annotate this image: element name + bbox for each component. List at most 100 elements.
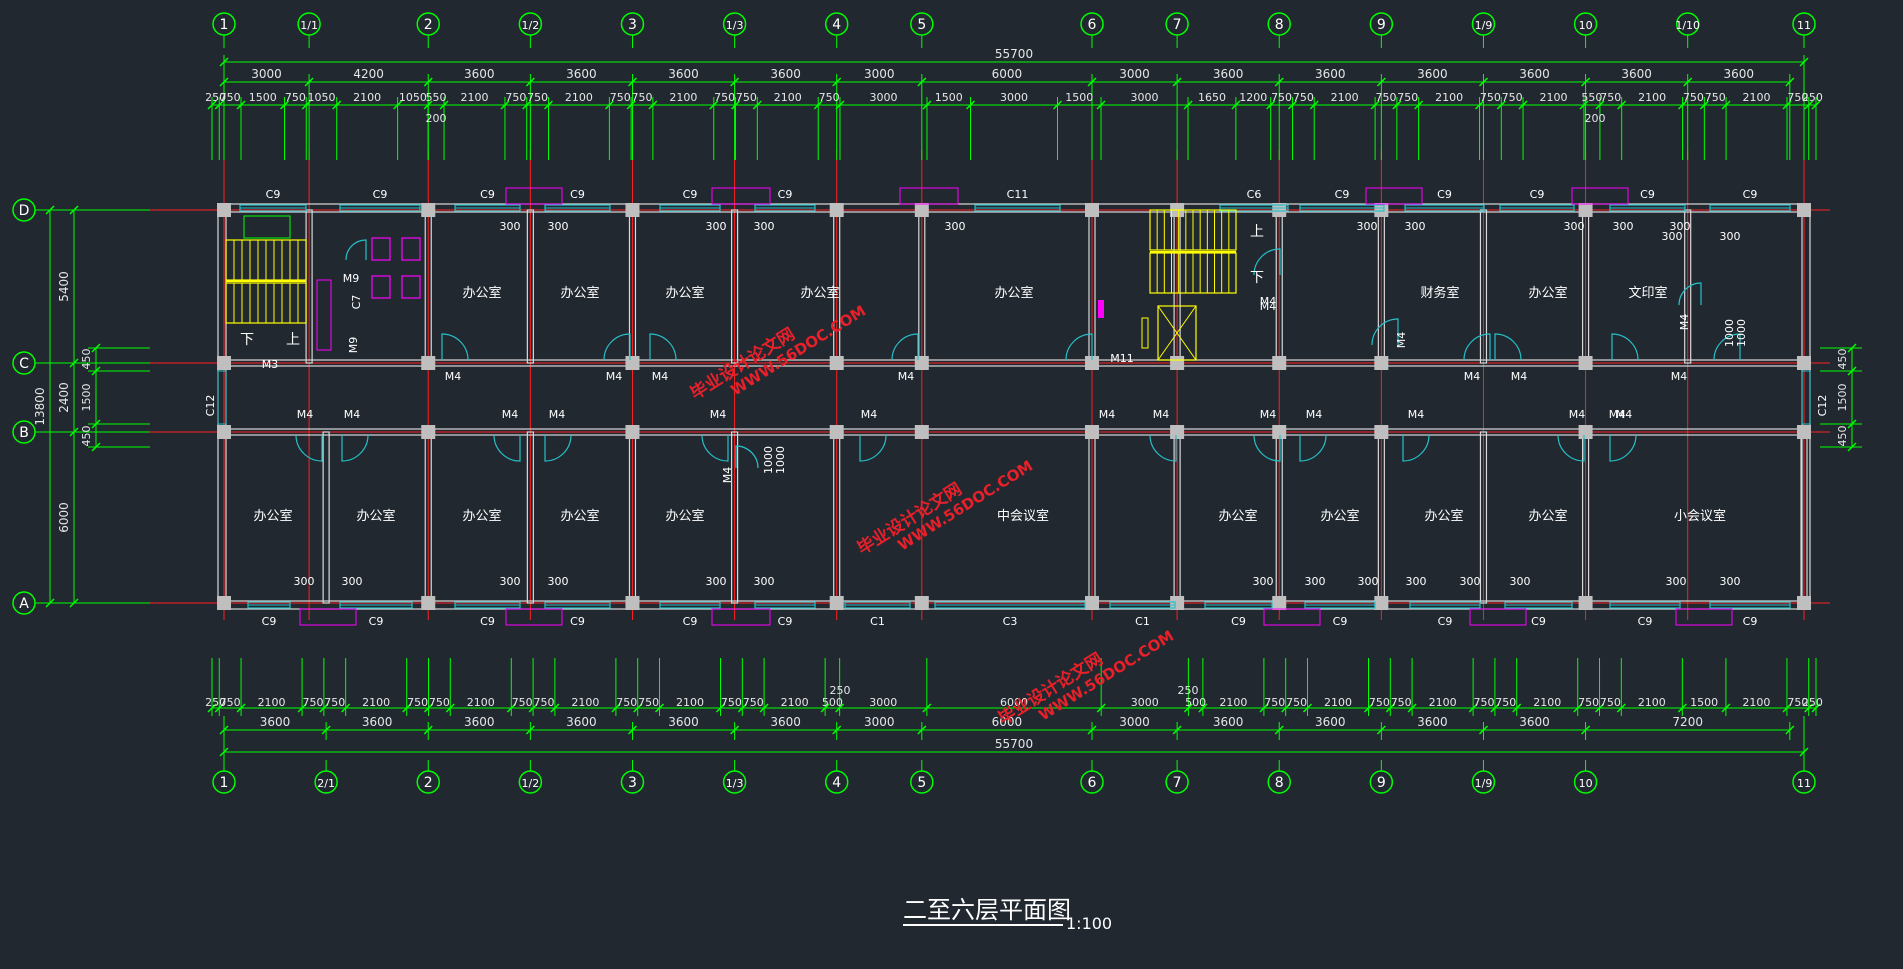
bottom-extra-dim-text: 250 <box>1178 684 1199 697</box>
dim-tick <box>835 703 845 713</box>
bottom-l2-dim-text: 3000 <box>1131 696 1159 709</box>
dim-tick <box>341 703 351 713</box>
dim-tick <box>654 703 665 713</box>
bottom-l2-dim-text: 2100 <box>1533 696 1561 709</box>
pier-dim-text: 300 <box>500 220 521 233</box>
bottom-extra-dim-text: 250 <box>830 684 851 697</box>
dim-tick <box>1518 100 1528 110</box>
window-hood-top <box>1571 187 1629 205</box>
left-inner-dim-text: 450 <box>80 426 93 447</box>
axis-bubble-top-label: 2 <box>424 17 433 33</box>
top-l1-dim-text: 3600 <box>1723 67 1754 81</box>
dim-tick <box>633 703 643 713</box>
room-label: 办公室 <box>1528 285 1567 301</box>
structural-column <box>914 356 929 370</box>
door-swing-north <box>891 333 919 361</box>
top-l2-dim-text: 1500 <box>935 91 963 104</box>
dim-tick <box>1617 100 1627 110</box>
window-top-label: C9 <box>480 188 495 201</box>
dim-tick <box>1172 725 1182 735</box>
top-l2-dim-text: 750 <box>1397 91 1418 104</box>
dim-tick <box>1266 100 1276 110</box>
side-window-label: C12 <box>1816 395 1829 417</box>
top-l2-dim-text: 2100 <box>669 91 697 104</box>
axis-bubble-top-label: 10 <box>1579 19 1593 32</box>
top-l1-dim-text: 3600 <box>668 67 699 81</box>
top-l2-dim-text: 750 <box>505 91 526 104</box>
room-label: 办公室 <box>1528 508 1567 524</box>
axis-bubble-top-label: 1 <box>220 17 229 33</box>
door-label: M4 <box>721 467 734 484</box>
bottom-l2-dim-text: 750 <box>1264 696 1285 709</box>
window-bottom-label: C9 <box>1531 615 1546 628</box>
structural-column <box>1170 596 1185 610</box>
bottom-l2-dim-text: 750 <box>407 696 428 709</box>
toilet-fixture <box>371 237 391 261</box>
dim-tick <box>1414 100 1424 110</box>
top-l2-dim-text: 2100 <box>1638 91 1666 104</box>
dim-tick <box>626 100 636 110</box>
dim-tick <box>922 100 932 110</box>
left-outer-dim-text: 5400 <box>57 271 71 302</box>
dim-tick <box>832 725 842 735</box>
bottom-l1-dim-text: 3000 <box>1119 715 1150 729</box>
pier-dim-text: 300 <box>1670 220 1691 233</box>
door-swing-wc <box>345 239 367 261</box>
top-l2-dim-text: 2100 <box>1331 91 1359 104</box>
room-label: 办公室 <box>800 285 839 301</box>
dim-tick <box>730 725 740 735</box>
bottom-l2-dim-text: 750 <box>1787 696 1808 709</box>
dim-tick <box>214 703 224 713</box>
bottom-l2-dim-text: 750 <box>1369 696 1390 709</box>
structural-column <box>914 596 929 610</box>
top-l1-dim-text: 3600 <box>1621 67 1652 81</box>
dim-tick <box>445 703 455 713</box>
dim-tick <box>1678 100 1688 110</box>
axis-bubble-top-label: 1/3 <box>726 19 744 32</box>
bottom-l2-dim-text: 2100 <box>467 696 495 709</box>
door-label: M4 <box>652 370 669 383</box>
dim-tick <box>332 100 342 110</box>
door-swing-south <box>1402 434 1430 462</box>
axis-bubble-bottom-label: 1 <box>220 775 229 791</box>
pier-dim-text: 300 <box>1405 220 1426 233</box>
window-bottom-label: C9 <box>1743 615 1758 628</box>
axis-bubble-bottom-label: 8 <box>1275 775 1284 791</box>
pier-dim-text: 300 <box>1720 575 1741 588</box>
structural-column <box>1578 596 1593 610</box>
pier-dim-text: 300 <box>706 575 727 588</box>
window-hood-top <box>505 187 563 205</box>
axis-bubble-bottom-label: 10 <box>1579 777 1593 790</box>
dim-tick <box>1699 100 1709 110</box>
dim-tick <box>1274 725 1284 735</box>
dim-tick <box>1804 703 1814 713</box>
door-swing-north <box>1463 333 1491 361</box>
bottom-l2-dim-text: 500 <box>822 696 843 709</box>
door-swing-south <box>544 434 572 462</box>
structural-column <box>1272 425 1287 439</box>
structural-column <box>1374 203 1389 217</box>
structural-column <box>625 596 640 610</box>
axis-bubble-bottom-label: 5 <box>917 775 926 791</box>
door-label: M4 <box>1306 408 1323 421</box>
window-bottom-label: C9 <box>369 615 384 628</box>
structural-column <box>1085 203 1100 217</box>
bottom-l2-dim-text: 750 <box>638 696 659 709</box>
top-l2-dim-text: 750 <box>1480 91 1501 104</box>
axis-bubble-top-label: 3 <box>628 17 637 33</box>
top-l2-dim-text: 750 <box>1502 91 1523 104</box>
door-swing-south <box>1557 434 1585 462</box>
top-l2-dim-text: 1200 <box>1239 91 1267 104</box>
structural-column <box>625 425 640 439</box>
dim-tick <box>737 703 747 713</box>
bottom-l2-dim-text: 750 <box>721 696 742 709</box>
pier-dim-text: 300 <box>945 220 966 233</box>
bottom-l2-dim-text: 2100 <box>1219 696 1247 709</box>
top-l2-dim-text: 3000 <box>869 91 897 104</box>
structural-column <box>1374 356 1389 370</box>
room-label: 办公室 <box>356 508 395 524</box>
structural-column <box>625 356 640 370</box>
top-l2-dim-text: 750 <box>1375 91 1396 104</box>
dim-tick <box>1087 77 1097 87</box>
